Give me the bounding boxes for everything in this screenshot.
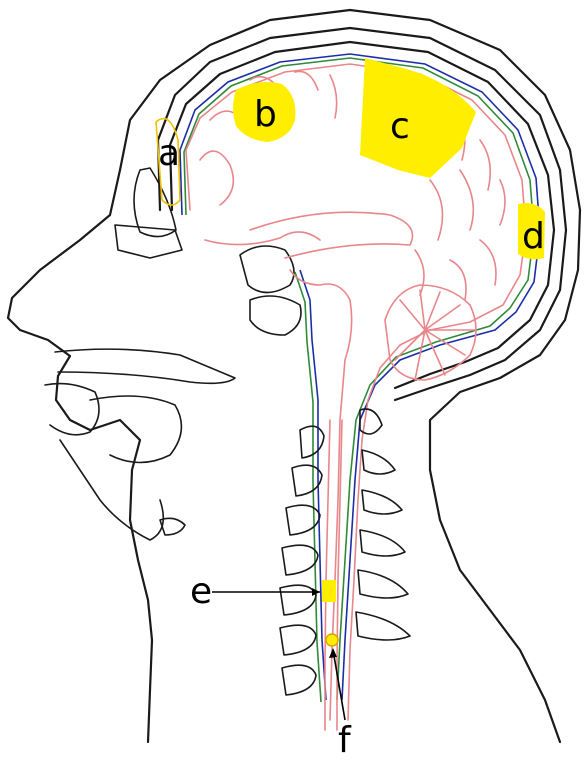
vertebra-5	[280, 585, 316, 615]
corpus-callosum	[250, 212, 413, 258]
sphenoid	[240, 246, 294, 293]
nasal-bone	[115, 225, 182, 258]
label-e: e	[190, 571, 212, 612]
spinous-2	[362, 450, 395, 474]
region-e-highlight	[322, 580, 336, 602]
spinous-3	[362, 490, 402, 514]
label-d: d	[522, 216, 545, 257]
vertebra-4	[282, 545, 318, 575]
spinal-cord-left	[325, 420, 330, 730]
palate	[55, 349, 235, 383]
region-f-highlight	[326, 634, 338, 646]
region-c-highlight	[360, 58, 476, 178]
sphenoid-2	[250, 296, 301, 335]
cerebellum	[385, 285, 476, 380]
skull-inner	[170, 42, 554, 388]
label-b: b	[254, 94, 277, 135]
orbit-bone	[134, 168, 176, 237]
label-f: f	[338, 720, 352, 761]
vertebra-1	[300, 426, 324, 458]
vertebra-7	[282, 665, 316, 695]
spinous-4	[360, 530, 405, 556]
label-a: a	[158, 133, 180, 174]
vertebra-6	[280, 625, 316, 655]
skull-outer	[158, 28, 566, 400]
spinous-5	[358, 570, 408, 598]
spinous-6	[356, 612, 410, 640]
upper-jaw	[45, 384, 99, 435]
gyri-occipital	[415, 240, 496, 300]
arrow-f-head	[329, 648, 337, 658]
label-c: c	[390, 106, 410, 147]
dura-green	[184, 58, 534, 700]
